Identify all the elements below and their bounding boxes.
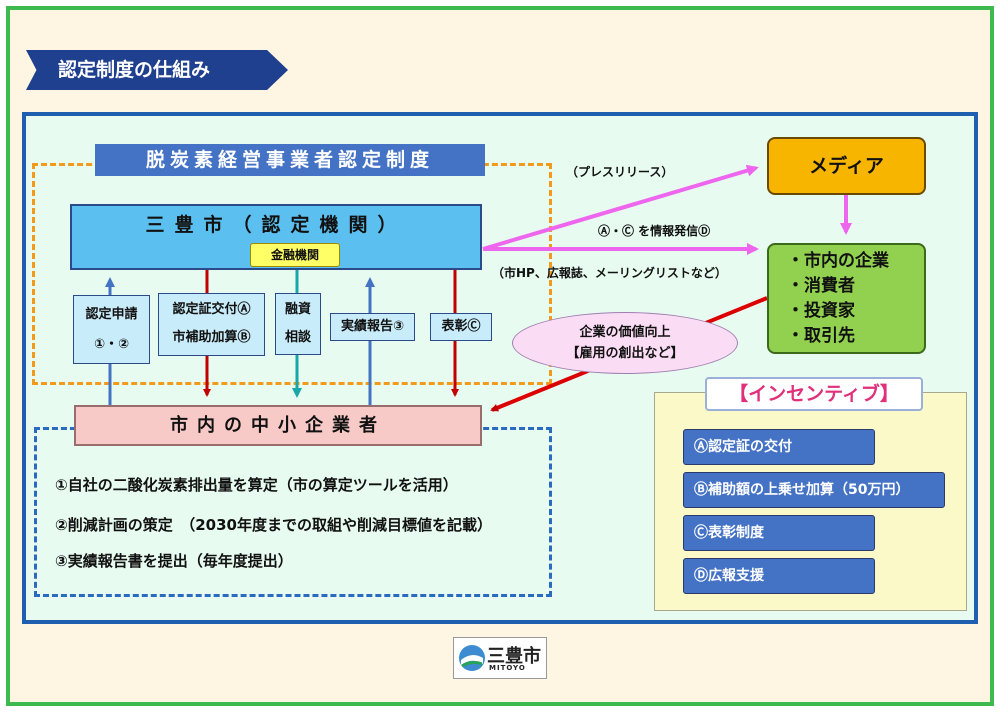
- certificate-label: 認定証交付Ⓐ 市補助加算Ⓑ: [158, 293, 265, 356]
- finance-institution-badge: 金融機関: [250, 243, 340, 267]
- apply-label-line1: 認定申請: [85, 307, 138, 322]
- value-ellipse: 企業の価値向上 【雇用の創出など】: [512, 312, 738, 374]
- sme-step-1: ①自社の二酸化炭素排出量を算定（市の算定ツールを活用）: [55, 476, 458, 494]
- sme-box: 市内の中小企業者: [74, 405, 482, 446]
- incentive-title: 【インセンティブ】: [705, 377, 923, 411]
- loan-label-line1: 融資: [284, 302, 311, 317]
- certificate-label-line1: 認定証交付Ⓐ: [172, 302, 251, 317]
- media-box: メディア: [767, 137, 926, 195]
- value-line1: 企業の価値向上: [579, 325, 671, 340]
- certificate-label-line2: 市補助加算Ⓑ: [172, 330, 251, 345]
- city-logo-sub: MITOYO: [489, 664, 526, 672]
- page-title: 認定制度の仕組み: [26, 50, 288, 90]
- city-logo-name: 三豊市: [487, 646, 541, 667]
- city-logo: [453, 637, 547, 679]
- city-authority-label: 三豊市（認定機関）: [145, 214, 407, 236]
- sme-step-3: ③実績報告書を提出（毎年度提出）: [55, 552, 293, 570]
- press-arrow: [482, 164, 759, 251]
- sme-step-2: ②削減計画の策定 （2030年度までの取組や削減目標値を記載）: [55, 516, 492, 534]
- report-label: 実績報告③: [330, 313, 415, 341]
- incentive-subsidy: Ⓑ補助額の上乗せ加算（50万円）: [683, 472, 945, 508]
- info-dissemination-note: Ⓐ・Ⓒ を情報発信Ⓓ: [598, 224, 711, 238]
- channels-note: （市HP、広報誌、メーリングリストなど）: [492, 266, 727, 280]
- city-emblem-icon: [459, 645, 485, 671]
- press-release-note: （プレスリリース）: [566, 165, 674, 179]
- stakeholder-partners: ・取引先: [787, 326, 855, 346]
- incentive-pr-support: Ⓓ広報支援: [683, 558, 875, 594]
- incentive-award: Ⓒ表彰制度: [683, 515, 875, 551]
- apply-label: 認定申請 ①・②: [73, 295, 150, 364]
- value-line2: 【雇用の創出など】: [566, 346, 684, 361]
- system-title: 脱炭素経営事業者認定制度: [95, 144, 485, 176]
- apply-label-line2: ①・②: [93, 337, 129, 352]
- incentive-certificate: Ⓐ認定証の交付: [683, 429, 875, 465]
- loan-label: 融資 相談: [275, 293, 321, 355]
- stakeholder-investors: ・投資家: [787, 301, 855, 321]
- stakeholder-local-companies: ・市内の企業: [787, 251, 889, 271]
- stakeholders-box: ・市内の企業 ・消費者 ・投資家 ・取引先: [767, 243, 926, 354]
- loan-label-line2: 相談: [284, 330, 311, 345]
- award-label: 表彰Ⓒ: [430, 313, 492, 341]
- stakeholder-consumers: ・消費者: [787, 276, 855, 296]
